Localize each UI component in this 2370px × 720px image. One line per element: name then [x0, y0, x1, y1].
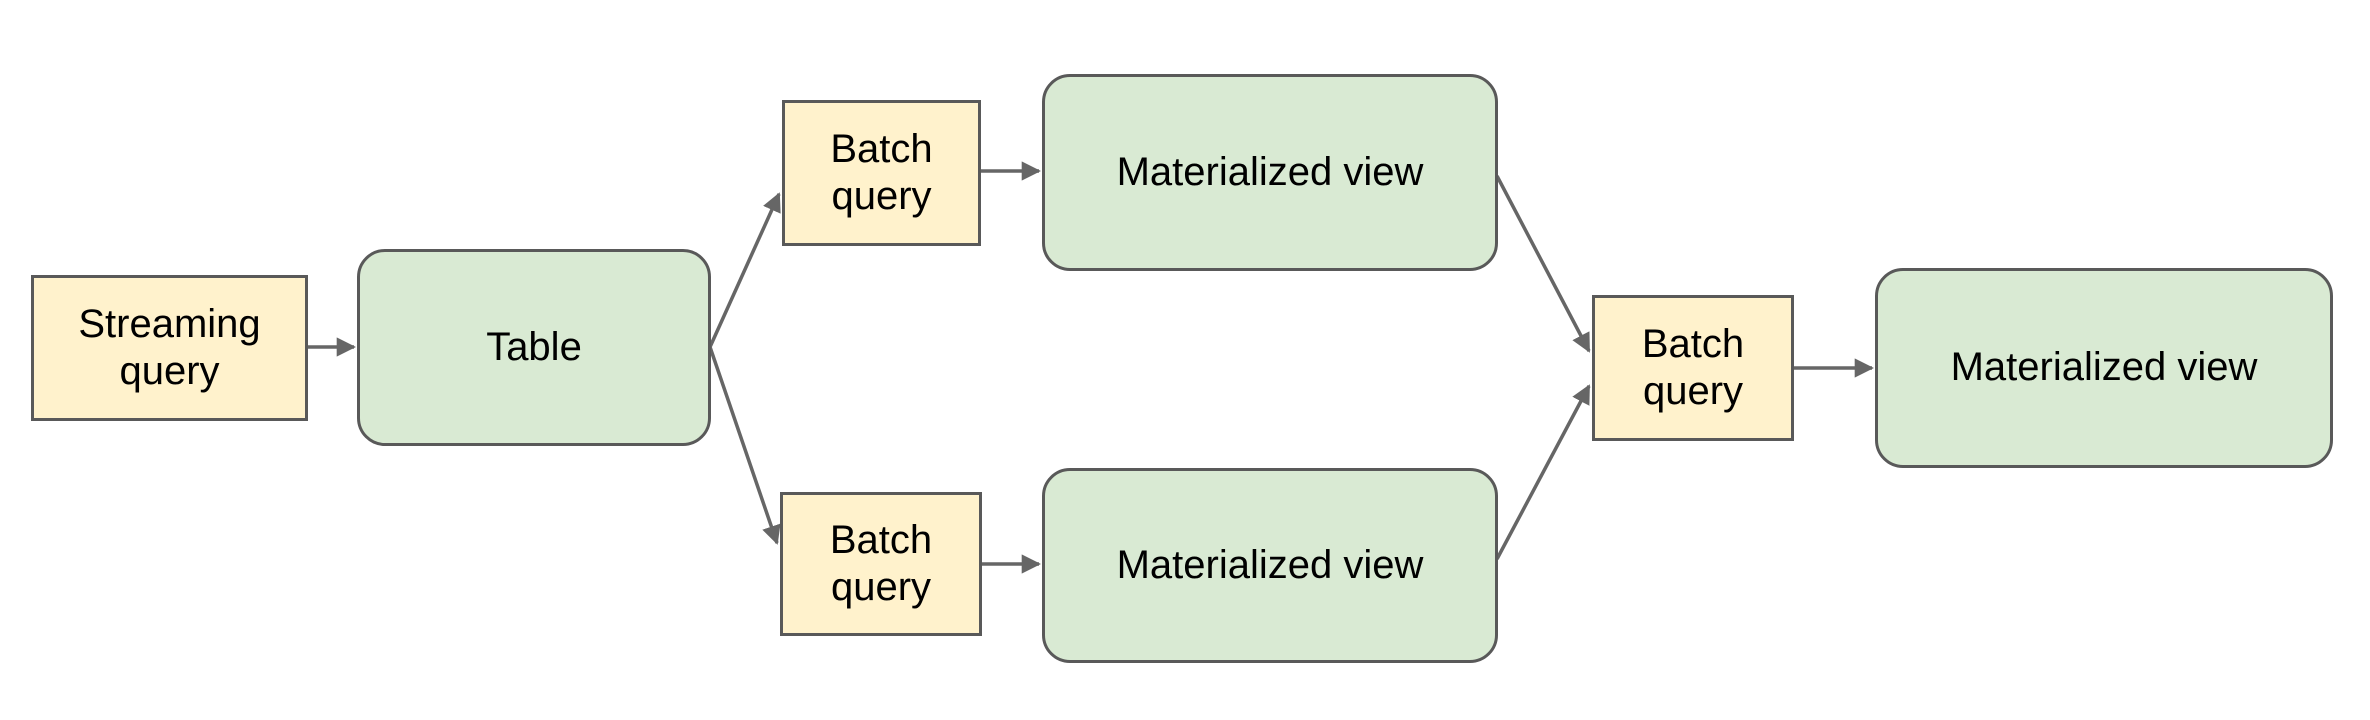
node-materialized-view-right: Materialized view	[1875, 268, 2333, 468]
node-batch-query-top: Batch query	[782, 100, 981, 246]
edge-table-to-batch-query-bottom	[708, 346, 781, 545]
node-batch-query-bottom: Batch query	[780, 492, 982, 636]
edge-table-to-batch-query-top	[708, 192, 781, 348]
node-streaming-query: Streaming query	[31, 275, 308, 421]
node-batch-query-right: Batch query	[1592, 295, 1794, 441]
node-materialized-view-top: Materialized view	[1042, 74, 1498, 271]
edge-mv-top-to-batch-query-right	[1495, 175, 1591, 353]
node-materialized-view-bottom: Materialized view	[1042, 468, 1498, 663]
node-table: Table	[357, 249, 711, 446]
edge-mv-bottom-to-batch-query-right	[1495, 384, 1591, 560]
